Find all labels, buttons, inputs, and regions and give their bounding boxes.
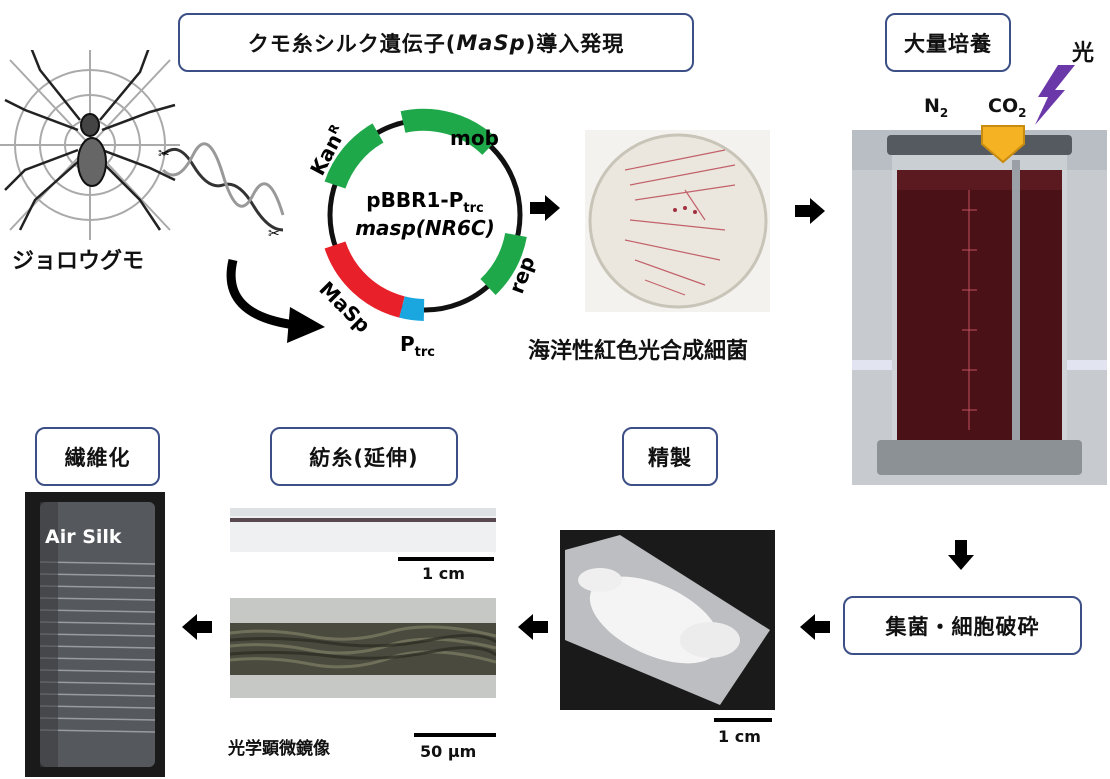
arrow-left-3 [182, 614, 212, 640]
n2-label: N2 [924, 95, 949, 120]
microscope-photo [230, 598, 496, 698]
co2-marker-icon [981, 125, 1025, 164]
spider-illustration [0, 50, 180, 240]
curved-arrow [226, 258, 325, 343]
title-pre: クモ糸シルク遺伝子( [247, 31, 457, 56]
arrow-right-2 [795, 198, 825, 224]
title-post: )導入発現 [525, 31, 625, 56]
scalebar-1cm-fiber [398, 557, 494, 561]
dna-helix-illustration: ✂ ✂ [158, 142, 285, 240]
plasmid-map: pBBR1-Ptrc masp(NR6C) mob KanR rep MaSp … [305, 108, 540, 360]
spider-label: ジョロウグモ [12, 249, 145, 274]
kan-segment [324, 123, 384, 189]
plasmid-name-line2: masp(NR6C) [355, 216, 495, 240]
scale-label-50um: 50 μm [420, 742, 477, 761]
air-silk-label: Air Silk [45, 526, 122, 548]
bioreactor-photo [852, 130, 1107, 485]
arrow-down [948, 540, 974, 570]
lightning-icon [1035, 65, 1075, 125]
arrow-right-1 [530, 195, 560, 221]
bacteria-label: 海洋性紅色光合成細菌 [528, 339, 749, 364]
co2-label: CO2 [988, 95, 1027, 120]
masp-segment [324, 241, 406, 318]
light-label: 光 [1072, 41, 1095, 66]
svg-text:✂: ✂ [268, 226, 280, 240]
harvest-box: 集菌・細胞破砕 [843, 596, 1082, 655]
scalebar-50um [414, 733, 496, 737]
arrow-left-1 [800, 614, 830, 640]
rep-segment [480, 232, 527, 295]
ptrc-segment [399, 296, 425, 321]
petri-dish-photo [585, 130, 770, 312]
plasmid-name-line1: pBBR1-Ptrc [366, 188, 483, 216]
spinning-box: 紡糸(延伸) [270, 427, 458, 486]
fiber-macro-photo [230, 508, 496, 552]
title-italic: MaSp [456, 30, 526, 55]
scale-label-1cm-fiber: 1 cm [422, 564, 465, 583]
scalebar-1cm-purified [714, 718, 772, 722]
ptrc-label: Ptrc [400, 332, 435, 360]
title-box: クモ糸シルク遺伝子(MaSp)導入発現 [178, 13, 694, 72]
svg-text:✂: ✂ [158, 146, 170, 162]
arrow-left-2 [518, 614, 548, 640]
purify-box: 精製 [622, 427, 718, 486]
mob-label: mob [450, 126, 499, 150]
fiber-box: 繊維化 [35, 427, 160, 486]
purified-silk-photo [560, 530, 775, 710]
mob-segment [400, 108, 498, 156]
scale-label-1cm-purified: 1 cm [718, 727, 761, 746]
culture-box: 大量培養 [885, 13, 1011, 72]
air-silk-spool-photo: Air Silk [25, 492, 165, 777]
microscope-label: 光学顕微鏡像 [228, 739, 330, 759]
